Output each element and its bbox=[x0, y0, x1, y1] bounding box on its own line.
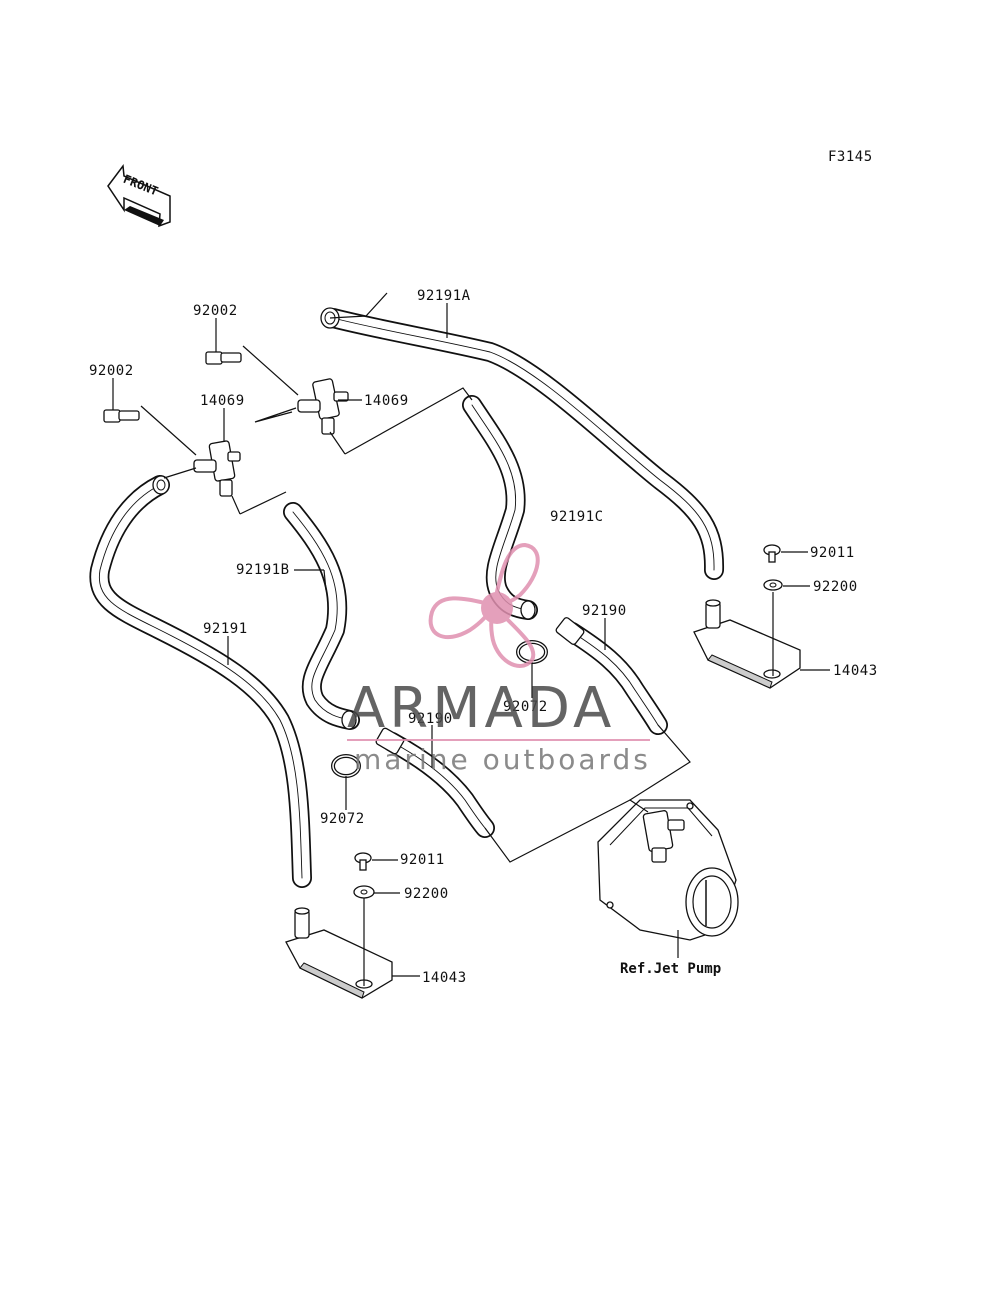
label-92191C: 92191C bbox=[550, 509, 604, 525]
washer-92200-bottom bbox=[353, 885, 375, 899]
screw-92011-bottom bbox=[354, 852, 372, 871]
hose-92190-right bbox=[555, 617, 668, 735]
bracket-14043-right bbox=[693, 599, 801, 689]
bracket-14043-bottom bbox=[285, 907, 393, 999]
hose-92191B bbox=[283, 502, 360, 730]
label-92191A: 92191A bbox=[417, 288, 471, 304]
propeller-icon bbox=[428, 542, 540, 668]
label-92191: 92191 bbox=[203, 621, 248, 637]
label-92002-top: 92002 bbox=[193, 303, 238, 319]
watermark-logo: ARMADA marine outboards bbox=[347, 542, 651, 776]
label-92002-left: 92002 bbox=[89, 363, 134, 379]
figure-code: F3145 bbox=[828, 149, 873, 165]
label-92200-bottom: 92200 bbox=[404, 886, 449, 902]
label-14043-right: 14043 bbox=[833, 663, 878, 679]
label-92190-right: 92190 bbox=[582, 603, 627, 619]
label-92072-left: 92072 bbox=[320, 811, 365, 827]
watermark-tagline: marine outboards bbox=[354, 743, 651, 776]
label-92072-right: 92072 bbox=[503, 699, 548, 715]
label-14043-bottom: 14043 bbox=[422, 970, 467, 986]
label-92190-middle: 92190 bbox=[408, 711, 453, 727]
watermark-brand: ARMADA bbox=[347, 676, 615, 741]
label-ref-jet-pump: Ref.Jet Pump bbox=[620, 961, 721, 977]
label-92200-right: 92200 bbox=[813, 579, 858, 595]
screw-92011-right bbox=[763, 544, 781, 563]
jet-pump-icon bbox=[597, 799, 739, 941]
label-14069-left: 14069 bbox=[200, 393, 245, 409]
front-arrow-icon: FRONT bbox=[107, 164, 171, 228]
fitting-14069-right bbox=[297, 378, 349, 435]
label-92191B: 92191B bbox=[236, 562, 290, 578]
fitting-14069-left bbox=[193, 440, 241, 497]
hose-92191 bbox=[89, 475, 312, 888]
bolt-92002-left bbox=[103, 409, 140, 423]
label-14069-right: 14069 bbox=[364, 393, 409, 409]
label-92011-bottom: 92011 bbox=[400, 852, 445, 868]
bolt-92002-top bbox=[205, 351, 242, 365]
leader-lines bbox=[112, 292, 830, 986]
hose-92191A bbox=[320, 307, 725, 580]
washer-92200-right bbox=[763, 579, 783, 591]
label-92011-right: 92011 bbox=[810, 545, 855, 561]
